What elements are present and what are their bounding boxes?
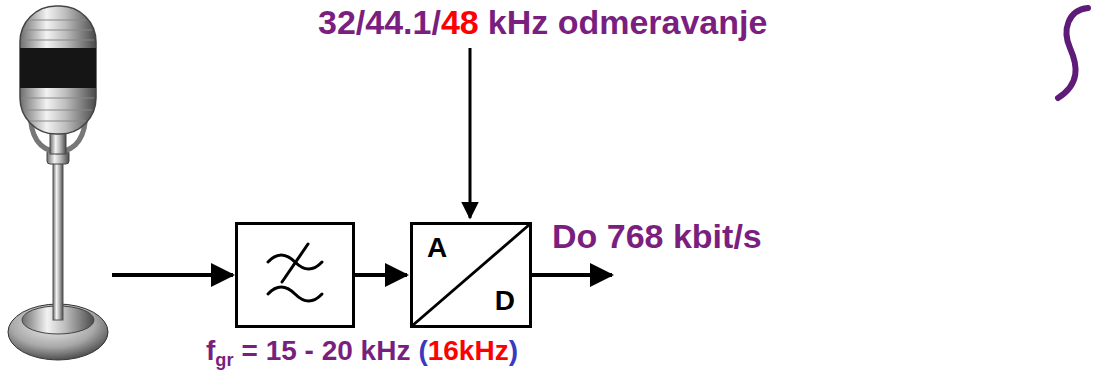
signal-arrow [355,273,407,277]
sampling-rate-label: 32/44.1/48kHz odmeravanje [318,4,767,41]
label-text: kHz odmeravanje [488,4,768,41]
signal-arrow [112,273,233,277]
converter-letter: A [427,233,447,264]
label-text: 48 [441,4,479,41]
label-text: = 15 - 20 kHz [242,336,411,367]
logo-fragment [1058,8,1088,98]
converter-letter: D [495,286,515,317]
label-text: 32/44.1/ [318,4,441,41]
microphone-icon [8,6,108,360]
label-text: ( [418,336,427,367]
clock-arrow [469,48,472,218]
subscript-text: gr [215,350,233,370]
output-arrow [532,273,612,277]
diagonal-line [413,225,529,325]
bitrate-label: Do 768 kbit/s [552,218,762,255]
label-text: f [206,336,215,367]
lowpass-filter-symbol [268,244,322,301]
converter-box: AD [410,222,532,328]
label-text: ) [509,336,518,367]
label-text: 16kHz [428,336,509,367]
label-text: Do 768 kbit/s [552,218,762,255]
cutoff-label: fgr = 15 - 20 kHz(16kHz) [206,336,518,367]
lowpass-filter-box [237,224,354,327]
